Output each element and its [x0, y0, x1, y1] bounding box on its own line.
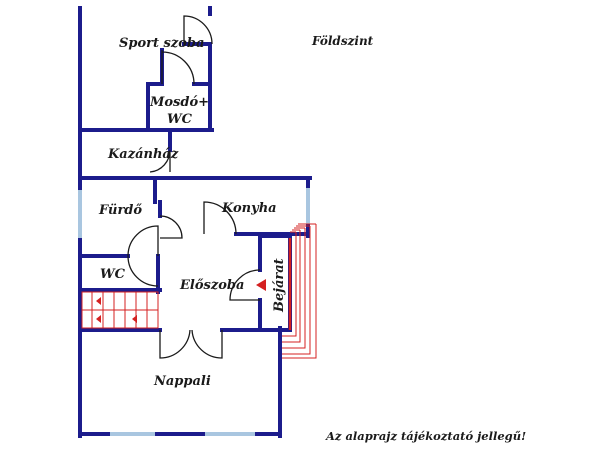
- door-sport-room: [183, 15, 213, 45]
- stairs-exterior: [256, 223, 317, 359]
- label-living-room: Nappali: [153, 374, 211, 389]
- stair-arrow-up-1: [96, 297, 101, 305]
- door-washroom: [161, 50, 195, 85]
- door-living-right: [191, 329, 223, 359]
- label-entrance: Bejárat: [272, 258, 287, 313]
- door-wc: [127, 255, 159, 287]
- door-bathroom: [127, 225, 159, 257]
- door-kitchen-right: [203, 201, 237, 235]
- label-bathroom: Fürdő: [98, 203, 142, 218]
- stair-arrow-left: [132, 315, 137, 323]
- label-washroom-line1: Mosdó+: [149, 95, 209, 110]
- label-washroom-line2: WC: [167, 112, 193, 127]
- label-hall: Előszoba: [179, 278, 244, 293]
- doors: [127, 6, 261, 359]
- stair-arrow-up-2: [96, 315, 101, 323]
- label-sport-room: Sport szoba: [119, 36, 204, 51]
- floor-title: Földszint: [311, 34, 374, 48]
- stairs-interior: [81, 291, 159, 329]
- door-entrance: [229, 269, 261, 301]
- entrance-arrow: [256, 279, 266, 291]
- disclaimer-note: Az alaprajz tájékoztató jellegű!: [325, 429, 526, 443]
- door-boiler-room: [149, 149, 171, 173]
- label-kitchen: Konyha: [221, 201, 277, 216]
- label-boiler-room: Kazánház: [107, 147, 179, 162]
- walls: [78, 6, 312, 438]
- door-kitchen-left: [159, 215, 183, 239]
- label-wc: WC: [100, 267, 126, 282]
- door-living-left: [159, 329, 191, 359]
- windows: [78, 188, 310, 436]
- labels: Földszint Sport szoba Mosdó+ WC Kazánház…: [98, 34, 526, 443]
